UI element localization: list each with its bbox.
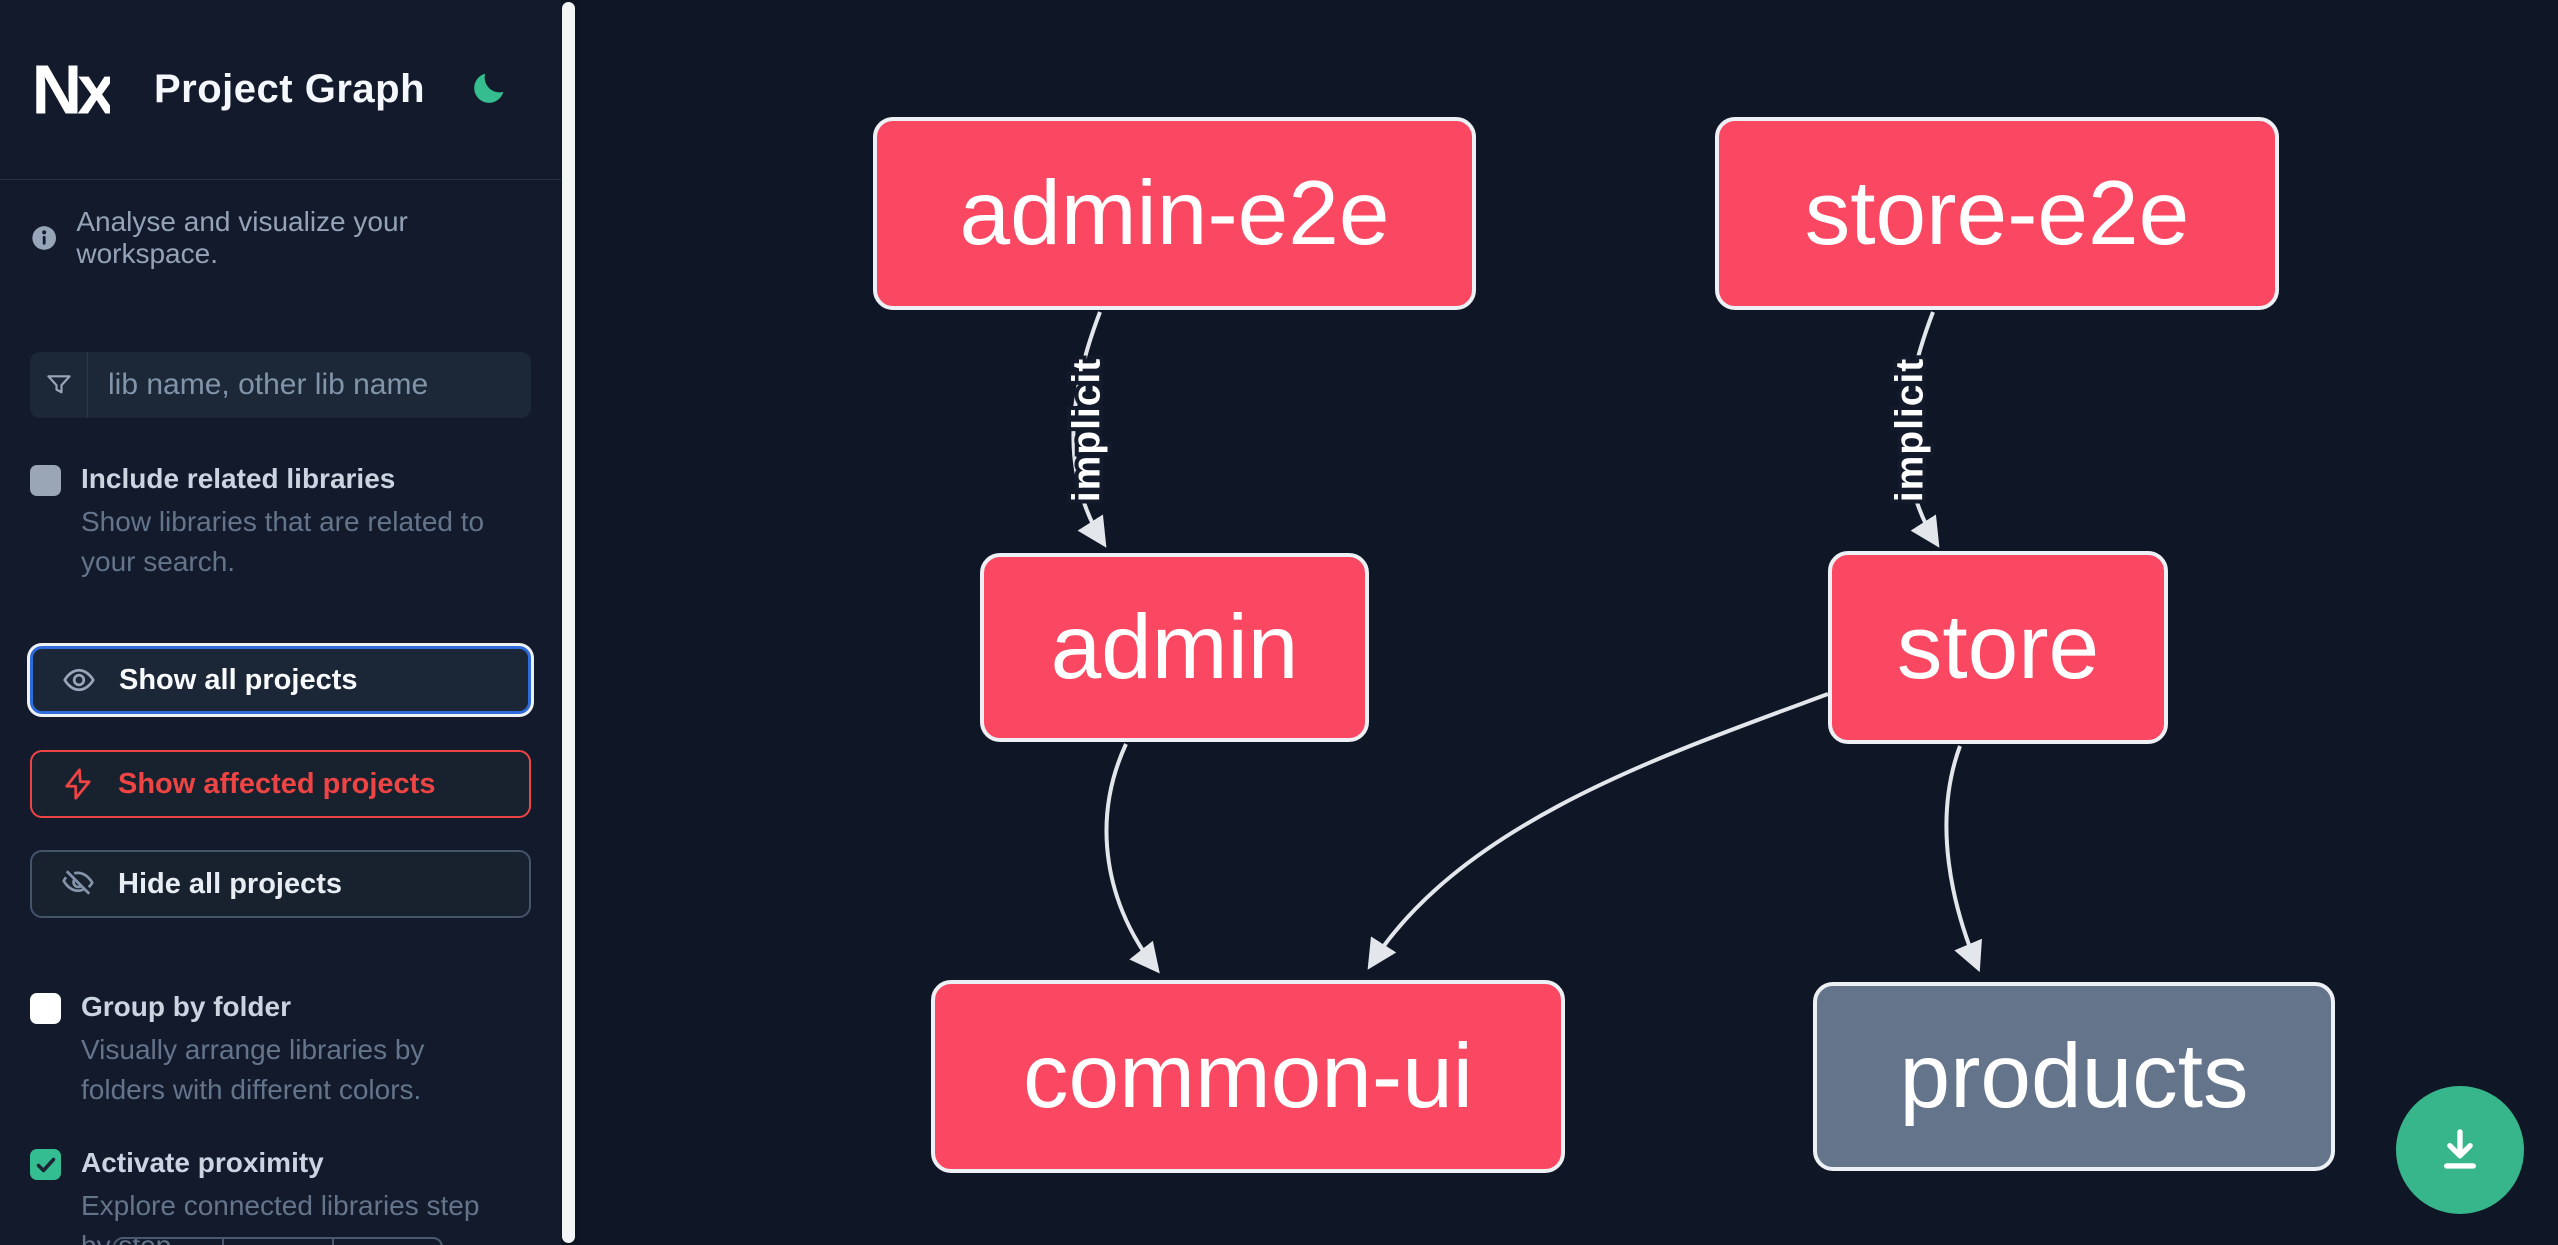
page-title: Project Graph: [154, 67, 426, 111]
eye-off-icon: [62, 870, 94, 895]
bolt-icon: [65, 768, 91, 800]
node-label: admin-e2e: [959, 162, 1390, 264]
download-icon: [2444, 1129, 2476, 1169]
show-affected-projects-button[interactable]: Show affected projects: [30, 750, 531, 818]
svg-text:Nx: Nx: [32, 50, 110, 128]
theme-toggle-button[interactable]: [469, 68, 509, 108]
moon-icon: [474, 73, 504, 103]
show-all-projects-button[interactable]: Show all projects: [30, 646, 531, 714]
group-by-folder-description: Visually arrange libraries by folders wi…: [81, 1034, 425, 1105]
tagline-text: Analyse and visualize your workspace.: [76, 206, 408, 269]
graph-node-admin-e2e[interactable]: admin-e2e: [873, 117, 1476, 310]
graph-node-admin[interactable]: admin: [980, 553, 1369, 742]
eye-icon: [63, 668, 95, 692]
funnel-icon: [30, 352, 88, 418]
group-by-folder-label: Group by folder: [81, 991, 291, 1022]
info-icon: [32, 226, 56, 250]
node-label: store-e2e: [1804, 162, 2190, 264]
edge-store-e2e-to-store[interactable]: [1904, 311, 1940, 548]
activate-proximity-label: Activate proximity: [81, 1147, 324, 1178]
sidebar-header: Nx Project Graph: [0, 0, 561, 180]
graph-node-store[interactable]: store: [1828, 551, 2168, 744]
activate-proximity-toggle[interactable]: Activate proximity Explore connected lib…: [30, 1146, 531, 1245]
nx-logo: Nx: [32, 50, 110, 128]
stepper-segment[interactable]: [115, 1239, 225, 1245]
check-icon: [36, 1157, 55, 1172]
edge-label-implicit: implicit: [1888, 358, 1931, 503]
node-label: common-ui: [1022, 1025, 1474, 1127]
group-by-folder-checkbox[interactable]: [30, 993, 61, 1024]
hide-all-projects-button[interactable]: Hide all projects: [30, 850, 531, 918]
include-related-toggle[interactable]: Include related libraries Show libraries…: [30, 462, 531, 582]
graph-canvas[interactable]: implicit implicit admin-e2e store-e2e ad…: [577, 0, 2558, 1245]
workspace-tagline: Analyse and visualize your workspace.: [30, 206, 531, 270]
search-filter: [30, 352, 531, 418]
download-graph-button[interactable]: [2396, 1086, 2524, 1214]
proximity-stepper-partial[interactable]: [113, 1237, 443, 1245]
edge-admin-e2e-to-admin[interactable]: [1071, 311, 1107, 548]
sidebar-scrollbar-thumb[interactable]: [562, 2, 575, 1243]
include-related-label: Include related libraries: [81, 463, 396, 494]
show-affected-projects-label: Show affected projects: [118, 767, 436, 800]
stepper-segment[interactable]: [224, 1239, 334, 1245]
graph-node-products[interactable]: products: [1813, 982, 2335, 1171]
activate-proximity-checkbox[interactable]: [30, 1149, 61, 1180]
node-label: store: [1896, 596, 2100, 698]
graph-node-common-ui[interactable]: common-ui: [931, 980, 1565, 1173]
node-label: admin: [1050, 596, 1299, 698]
edge-store-to-products[interactable]: [1944, 745, 1982, 973]
search-input[interactable]: [88, 352, 531, 418]
node-label: products: [1899, 1025, 2249, 1127]
sidebar: Nx Project Graph Analyse and visualize y…: [0, 0, 561, 1245]
activate-proximity-description: Explore connected libraries step by step…: [81, 1190, 480, 1245]
hide-all-projects-label: Hide all projects: [118, 867, 343, 900]
stepper-segment[interactable]: [334, 1239, 441, 1245]
show-all-projects-label: Show all projects: [119, 663, 358, 696]
group-by-folder-toggle[interactable]: Group by folder Visually arrange librari…: [30, 990, 531, 1110]
sidebar-scrollbar: [561, 0, 577, 1245]
include-related-checkbox[interactable]: [30, 465, 61, 496]
edge-label-implicit: implicit: [1065, 358, 1108, 503]
edge-admin-to-common-ui[interactable]: [1104, 743, 1160, 974]
graph-node-store-e2e[interactable]: store-e2e: [1715, 117, 2279, 310]
edge-store-to-common-ui[interactable]: [1367, 692, 1829, 970]
include-related-description: Show libraries that are related to your …: [81, 506, 485, 577]
